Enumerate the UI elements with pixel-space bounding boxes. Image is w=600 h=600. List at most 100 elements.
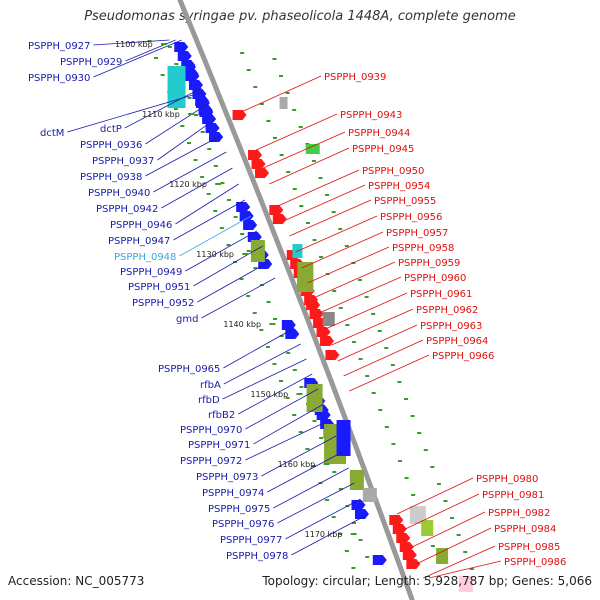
gene-arrow[interactable] xyxy=(325,350,340,360)
gene-label-forward[interactable]: PSPPH_0973 xyxy=(196,472,258,483)
gene-label-reverse[interactable]: PSPPH_0960 xyxy=(404,273,466,284)
gene-label-forward[interactable]: PSPPH_0936 xyxy=(80,140,142,151)
gene-block[interactable] xyxy=(297,262,314,292)
gene-label-forward[interactable]: PSPPH_0946 xyxy=(110,220,172,231)
gene-label-forward[interactable]: PSPPH_0927 xyxy=(28,41,90,52)
gene-block[interactable] xyxy=(349,470,364,490)
gene-arrow[interactable] xyxy=(316,410,331,420)
gene-label-forward[interactable]: PSPPH_0948 xyxy=(114,252,176,263)
gene-arrow[interactable] xyxy=(174,42,189,52)
gene-arrow[interactable] xyxy=(351,500,366,510)
gene-label-reverse[interactable]: PSPPH_0955 xyxy=(374,196,436,207)
gene-arrow[interactable] xyxy=(195,96,210,106)
gene-arrow[interactable] xyxy=(236,202,251,212)
gene-block[interactable] xyxy=(458,576,473,592)
gene-arrow[interactable] xyxy=(281,320,296,330)
gene-arrow[interactable] xyxy=(272,214,287,224)
gene-arrow[interactable] xyxy=(255,168,270,178)
gene-label-forward[interactable]: PSPPH_0971 xyxy=(188,440,250,451)
gene-label-reverse[interactable]: PSPPH_0954 xyxy=(368,181,430,192)
gene-label-reverse[interactable]: PSPPH_0986 xyxy=(504,557,566,568)
gene-arrow[interactable] xyxy=(232,110,247,120)
gene-label-forward[interactable]: PSPPH_0949 xyxy=(120,267,182,278)
gene-arrow[interactable] xyxy=(243,220,258,230)
gene-label-forward[interactable]: PSPPH_0940 xyxy=(88,188,150,199)
gene-arrow[interactable] xyxy=(320,336,335,346)
gene-block[interactable] xyxy=(436,548,449,564)
gene-arrow[interactable] xyxy=(209,132,224,142)
gene-arrow[interactable] xyxy=(406,559,421,569)
gene-block[interactable] xyxy=(362,488,377,502)
gene-label-reverse[interactable]: PSPPH_0980 xyxy=(476,474,538,485)
gene-label-reverse[interactable]: PSPPH_0944 xyxy=(348,128,410,139)
gene-label-forward[interactable]: PSPPH_0942 xyxy=(96,204,158,215)
gene-block[interactable] xyxy=(167,66,186,108)
gene-label-reverse[interactable]: PSPPH_0958 xyxy=(392,243,454,254)
gene-arrow[interactable] xyxy=(354,509,369,519)
gene-arrow[interactable] xyxy=(202,114,217,124)
gene-block[interactable] xyxy=(409,506,426,524)
gene-arrow[interactable] xyxy=(285,329,300,339)
gene-label-forward[interactable]: PSPPH_0975 xyxy=(208,504,270,515)
gene-label-reverse[interactable]: PSPPH_0957 xyxy=(386,228,448,239)
gene-label-reverse[interactable]: PSPPH_0985 xyxy=(498,542,560,553)
gene-label-reverse[interactable]: PSPPH_0964 xyxy=(426,336,488,347)
gene-block[interactable] xyxy=(322,312,335,326)
gene-label-reverse[interactable]: PSPPH_0945 xyxy=(352,144,414,155)
gene-label-forward[interactable]: gmd xyxy=(176,314,198,325)
gene-label-reverse[interactable]: PSPPH_0961 xyxy=(410,289,472,300)
gene-label-forward[interactable]: PSPPH_0951 xyxy=(128,282,190,293)
gene-label-forward[interactable]: PSPPH_0952 xyxy=(132,298,194,309)
gene-arrow[interactable] xyxy=(309,309,324,319)
gene-block[interactable] xyxy=(306,384,323,412)
gene-arrow[interactable] xyxy=(185,71,200,81)
gene-arrow[interactable] xyxy=(248,150,263,160)
gene-block[interactable] xyxy=(421,520,434,536)
gene-arrow[interactable] xyxy=(239,211,254,221)
gene-block[interactable] xyxy=(279,97,288,109)
gene-label-forward[interactable]: PSPPH_0938 xyxy=(80,172,142,183)
gene-label-reverse[interactable]: PSPPH_0966 xyxy=(432,351,494,362)
gene-label-reverse[interactable]: PSPPH_0959 xyxy=(398,258,460,269)
gene-arrow[interactable] xyxy=(251,159,266,169)
gene-arrow[interactable] xyxy=(399,542,414,552)
gene-label-forward[interactable]: dctP xyxy=(100,124,122,135)
gene-arrow[interactable] xyxy=(177,51,192,61)
gene-label-reverse[interactable]: PSPPH_0981 xyxy=(482,490,544,501)
gene-arrow[interactable] xyxy=(306,300,321,310)
gene-block[interactable] xyxy=(305,144,320,154)
gene-label-forward[interactable]: PSPPH_0970 xyxy=(180,425,242,436)
gene-label-reverse[interactable]: PSPPH_0943 xyxy=(340,110,402,121)
gene-arrow[interactable] xyxy=(269,205,284,215)
gene-label-forward[interactable]: PSPPH_0947 xyxy=(108,236,170,247)
gene-label-forward[interactable]: PSPPH_0977 xyxy=(220,535,282,546)
gene-label-forward[interactable]: PSPPH_0929 xyxy=(60,57,122,68)
gene-label-reverse[interactable]: PSPPH_0950 xyxy=(362,166,424,177)
gene-arrow[interactable] xyxy=(316,327,331,337)
gene-label-forward[interactable]: PSPPH_0937 xyxy=(92,156,154,167)
gene-block[interactable] xyxy=(336,420,351,456)
gene-label-reverse[interactable]: PSPPH_0939 xyxy=(324,72,386,83)
gene-arrow[interactable] xyxy=(402,550,417,560)
gene-label-forward[interactable]: rfbD xyxy=(198,395,220,406)
gene-arrow[interactable] xyxy=(396,533,411,543)
gene-arrow[interactable] xyxy=(188,80,203,90)
gene-label-reverse[interactable]: PSPPH_0956 xyxy=(380,212,442,223)
gene-label-reverse[interactable]: PSPPH_0963 xyxy=(420,321,482,332)
gene-label-forward[interactable]: PSPPH_0974 xyxy=(202,488,264,499)
gene-label-forward[interactable]: PSPPH_0930 xyxy=(28,73,90,84)
gene-label-reverse[interactable]: PSPPH_0982 xyxy=(488,508,550,519)
gene-label-forward[interactable]: PSPPH_0976 xyxy=(212,519,274,530)
gene-label-forward[interactable]: dctM xyxy=(40,128,64,139)
gene-label-forward[interactable]: rfbA xyxy=(200,380,221,391)
gene-label-forward[interactable]: PSPPH_0978 xyxy=(226,551,288,562)
gene-label-forward[interactable]: PSPPH_0972 xyxy=(180,456,242,467)
gene-arrow[interactable] xyxy=(372,555,387,565)
gene-arrow[interactable] xyxy=(389,515,404,525)
gene-label-forward[interactable]: rfbB2 xyxy=(208,410,235,421)
gene-label-forward[interactable]: PSPPH_0965 xyxy=(158,364,220,375)
gene-label-reverse[interactable]: PSPPH_0962 xyxy=(416,305,478,316)
gene-block[interactable] xyxy=(250,240,265,262)
gene-arrow[interactable] xyxy=(205,123,220,133)
gene-arrow[interactable] xyxy=(392,524,407,534)
